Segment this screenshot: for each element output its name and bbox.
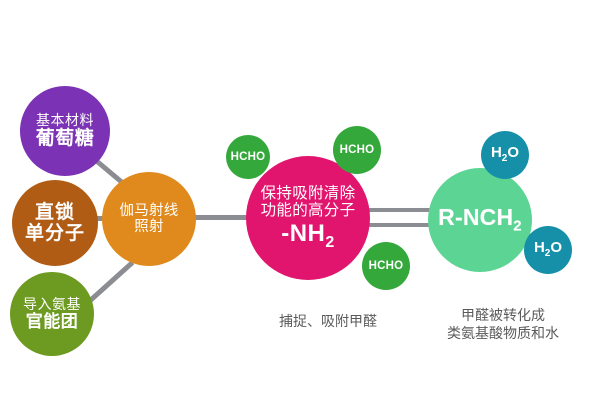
node-polymer-formula: -NH2 <box>281 219 335 252</box>
node-glucose-line2: 葡萄糖 <box>35 128 95 150</box>
node-glucose: 基本材料 葡萄糖 <box>20 86 110 176</box>
connector-polymer-to-product-bottom <box>364 223 434 227</box>
node-h2o-1-main: H <box>490 144 502 162</box>
connector-polymer-to-product-top <box>364 208 434 212</box>
node-product-formula-sub: 2 <box>513 217 522 235</box>
node-amino-line1: 导入氨基 <box>23 295 81 312</box>
connector-amino-to-gamma <box>86 260 135 305</box>
node-gamma-line2: 照射 <box>134 219 164 235</box>
node-h2o-1-sub: 2 <box>501 153 508 165</box>
node-hcho-1: HCHO <box>226 135 270 179</box>
node-glucose-line1: 基本材料 <box>36 111 94 128</box>
node-hcho-3-label: HCHO <box>368 259 404 272</box>
node-hcho-1-label: HCHO <box>230 150 266 163</box>
node-gamma-line1: 伽马射线 <box>119 202 179 219</box>
caption-convert-line2: 类氨基酸物质和水 <box>447 325 559 342</box>
node-amino-line2: 官能团 <box>25 312 79 332</box>
node-amino-group: 导入氨基 官能团 <box>10 272 94 356</box>
node-h2o-2-label: H2O <box>533 239 563 260</box>
node-h2o-1: H2O <box>481 131 529 179</box>
node-polymer-formula-sub: 2 <box>325 233 335 251</box>
node-polymer-line1: 保持吸附清除 <box>260 184 356 202</box>
caption-convert: 甲醛被转化成 类氨基酸物质和水 <box>418 306 588 342</box>
node-product-formula: R-NCH2 <box>438 203 522 235</box>
caption-capture: 捕捉、吸附甲醛 <box>279 313 377 329</box>
node-product: R-NCH2 <box>428 168 532 272</box>
connector-gamma-to-polymer <box>192 215 254 220</box>
node-h2o-2-main: H <box>533 239 545 257</box>
node-monomer: 直锁 单分子 <box>12 180 98 266</box>
node-h2o-1-label: H2O <box>490 144 520 165</box>
node-h2o-1-tail: O <box>507 144 520 162</box>
node-hcho-3: HCHO <box>362 242 410 290</box>
node-polymer-line2: 功能的高分子 <box>260 202 356 220</box>
node-h2o-2-sub: 2 <box>544 248 551 260</box>
node-h2o-2-tail: O <box>550 239 563 257</box>
node-monomer-line1: 直锁 <box>34 201 75 223</box>
connector-monomer-to-gamma <box>90 216 110 221</box>
node-polymer-formula-main: -NH <box>281 219 326 247</box>
node-monomer-line2: 单分子 <box>24 223 85 244</box>
node-h2o-2: H2O <box>524 226 572 274</box>
node-hcho-2: HCHO <box>333 126 381 174</box>
node-gamma-irradiation: 伽马射线 照射 <box>102 172 196 266</box>
node-product-formula-main: R-NCH <box>438 203 514 230</box>
node-hcho-2-label: HCHO <box>339 143 375 156</box>
caption-convert-line1: 甲醛被转化成 <box>461 307 545 323</box>
node-polymer: 保持吸附清除 功能的高分子 -NH2 <box>246 156 370 280</box>
